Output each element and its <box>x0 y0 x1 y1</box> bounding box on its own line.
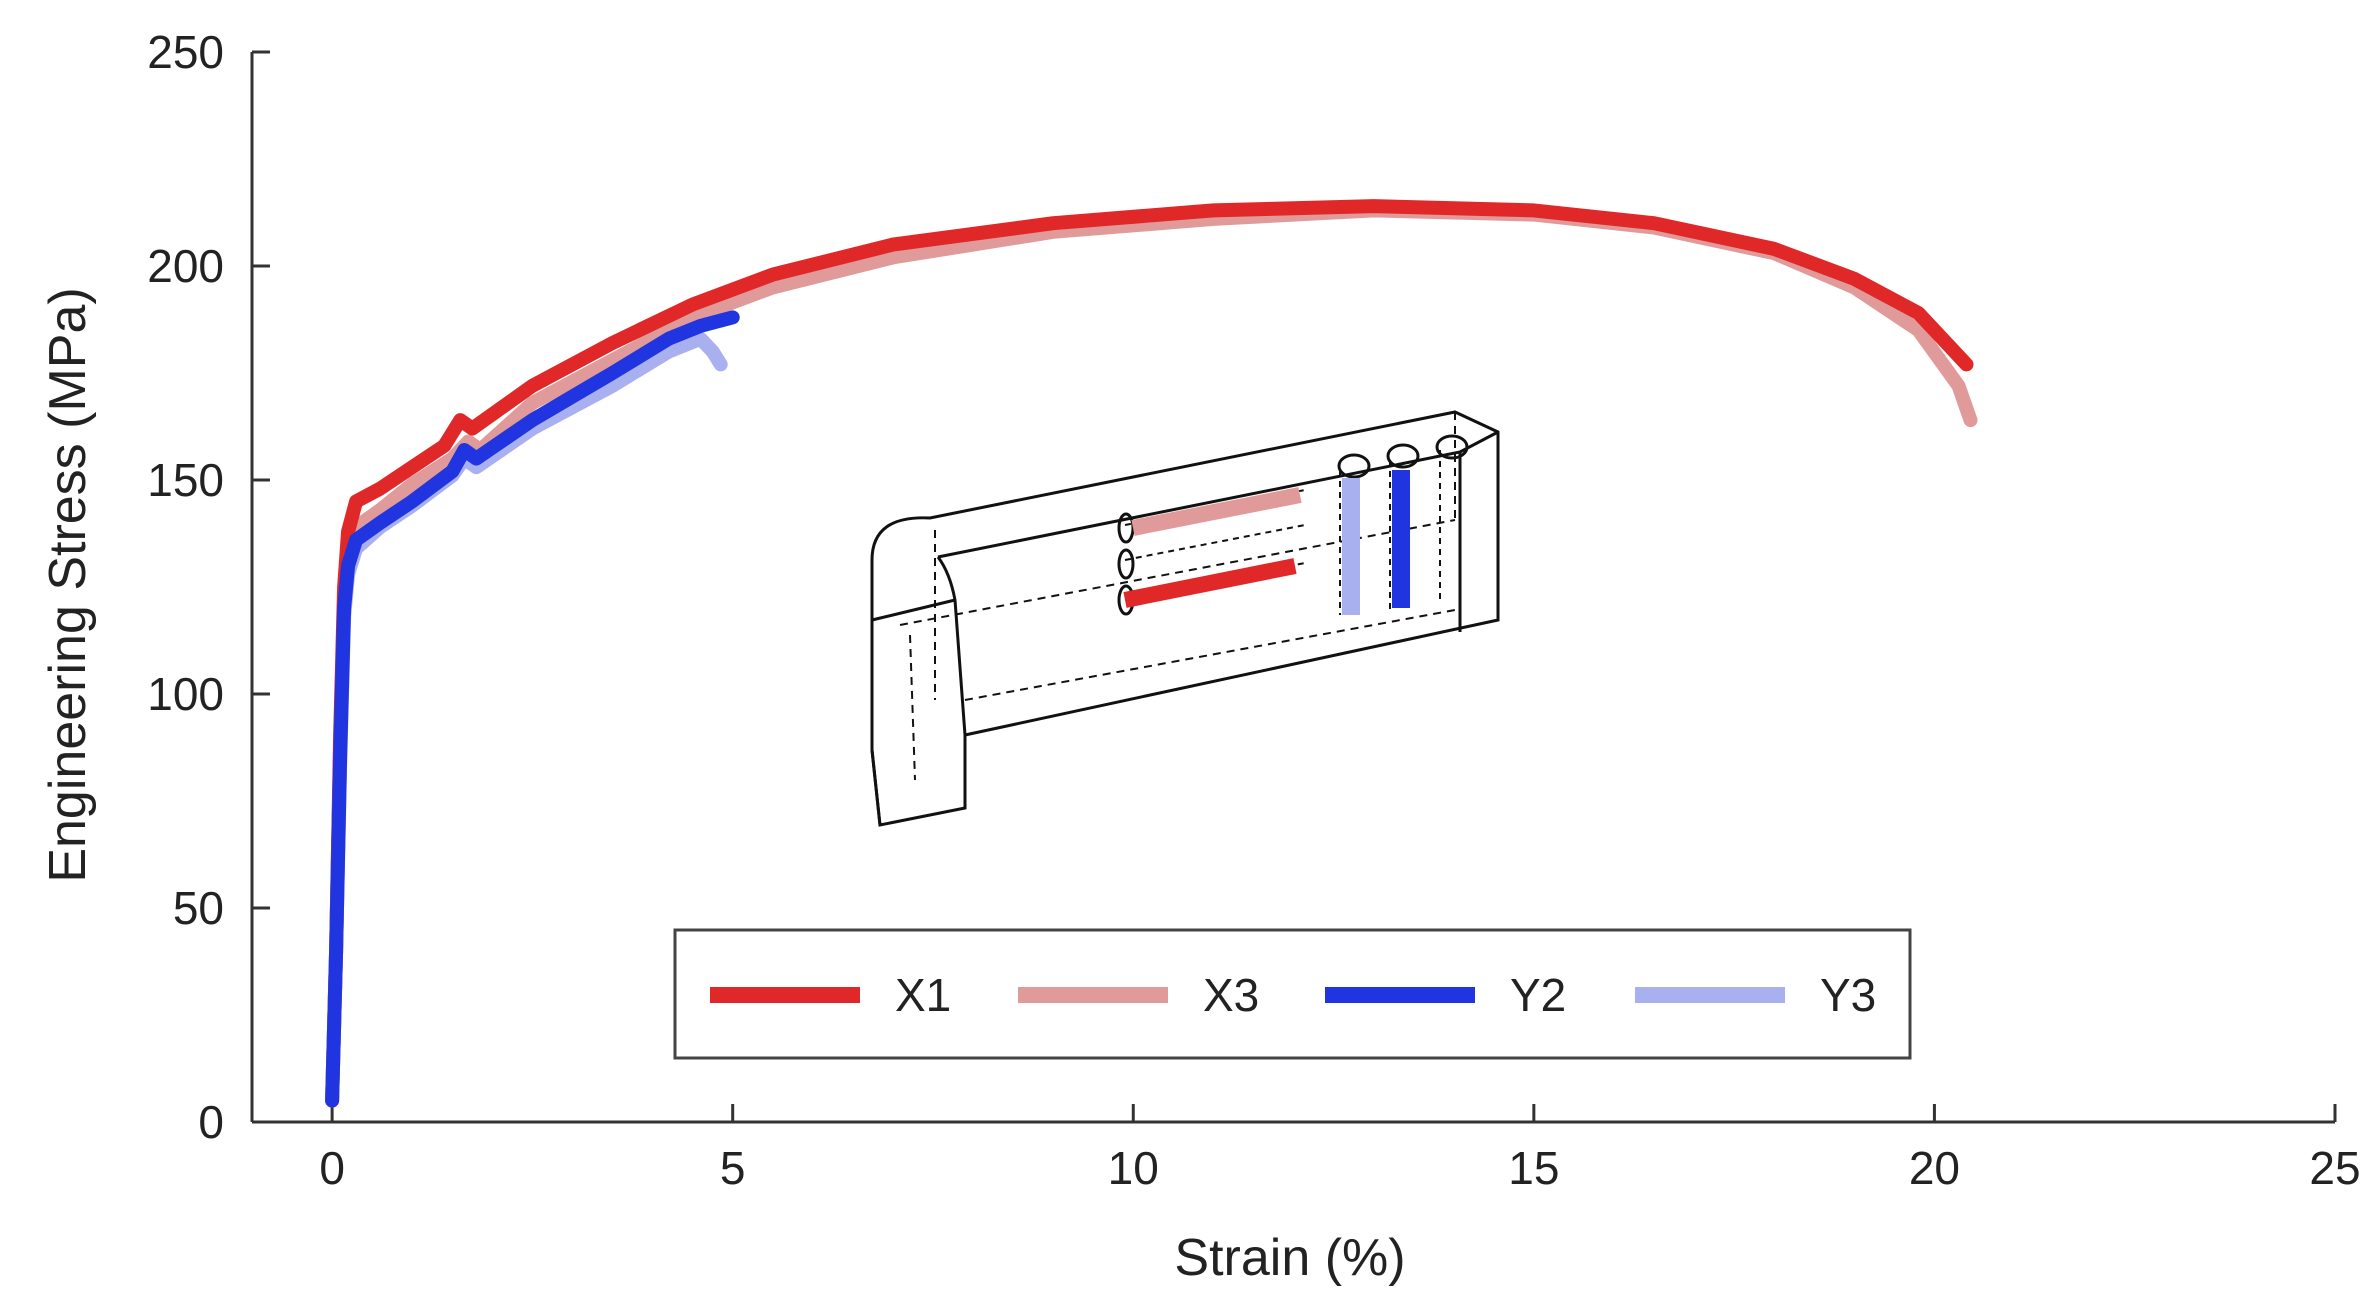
y-tick-label: 200 <box>147 240 224 292</box>
y-axis-title: Engineering Stress (MPa) <box>39 287 97 882</box>
specimen-block-inset <box>870 410 1500 827</box>
x-tick-label: 25 <box>2309 1142 2360 1194</box>
block-outline <box>870 410 1500 827</box>
block-top-edge <box>937 430 1499 559</box>
series-layer <box>325 199 1978 1108</box>
y-tick-label: 50 <box>173 882 224 934</box>
hidden-edges <box>899 412 1456 781</box>
specimen-x1 <box>1123 558 1297 608</box>
legend-label-x1: X1 <box>895 969 951 1021</box>
y-tick-label: 250 <box>147 26 224 78</box>
specimen-x3 <box>1131 487 1302 536</box>
x-tick-label: 10 <box>1108 1142 1159 1194</box>
y-tick-label: 0 <box>198 1096 224 1148</box>
x-tick-label: 5 <box>720 1142 746 1194</box>
series-line-y3 <box>325 331 728 1108</box>
x-axis-title: Strain (%) <box>1174 1229 1405 1287</box>
y-tick-label: 150 <box>147 454 224 506</box>
series-line-y2 <box>325 310 740 1108</box>
x-tick-label: 20 <box>1909 1142 1960 1194</box>
y-tick-label: 100 <box>147 668 224 720</box>
legend-label-y3: Y3 <box>1820 969 1876 1021</box>
legend-label-y2: Y2 <box>1510 969 1566 1021</box>
series-line-x1 <box>325 199 1974 1108</box>
legend-label-x3: X3 <box>1203 969 1259 1021</box>
x-tick-label: 0 <box>319 1142 345 1194</box>
legend: X1 X3 Y2 Y3 <box>673 928 1912 1060</box>
block-inner-corner <box>936 556 967 736</box>
block-left-face <box>870 598 956 826</box>
x-tick-label: 15 <box>1508 1142 1559 1194</box>
